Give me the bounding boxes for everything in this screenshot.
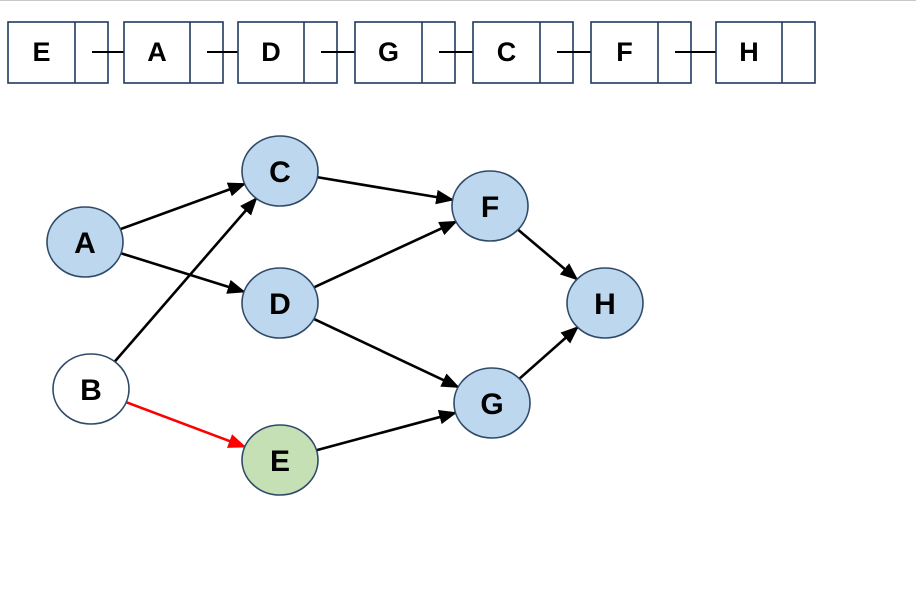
node-e: E [241, 424, 319, 496]
edge-g-to-h [517, 326, 579, 382]
node-circle [241, 424, 319, 496]
list-cell-label: G [378, 37, 399, 67]
edge-b-to-c [112, 196, 258, 365]
node-f: F [451, 170, 529, 242]
node-circle [566, 267, 644, 339]
node-label: B [80, 374, 102, 407]
node-circle [453, 367, 531, 439]
edge-d-to-f [311, 220, 458, 290]
list-cell-f: F [590, 21, 692, 84]
node-h: H [566, 267, 644, 339]
list-cell-label: A [147, 37, 167, 67]
list-cell-box [715, 21, 816, 84]
list-cell-e: E [7, 21, 109, 84]
list-cell-box [7, 21, 109, 84]
list-cell-d: D [237, 21, 338, 84]
graph-edges [112, 175, 579, 452]
edge-a-to-c [118, 182, 247, 232]
node-b: B [52, 353, 130, 425]
list-cell-c: C [472, 21, 574, 84]
node-circle [241, 135, 319, 207]
edge-a-to-d [118, 251, 246, 294]
list-cell-label: D [261, 37, 281, 67]
node-label: A [74, 227, 96, 260]
list-cell-box [354, 21, 456, 84]
list-cell-box [590, 21, 692, 84]
edge-c-to-f [315, 175, 455, 205]
list-cell-h: H [715, 21, 816, 84]
node-circle [451, 170, 529, 242]
list-cell-label: E [32, 37, 50, 67]
graph-nodes: A B C D E F G H [46, 135, 644, 496]
top-divider [0, 0, 916, 1]
node-circle [46, 206, 124, 278]
node-g: G [453, 367, 531, 439]
list-cell-g: G [354, 21, 456, 84]
list-cell-label: F [616, 37, 633, 67]
node-label: F [481, 191, 499, 224]
node-circle [241, 267, 319, 339]
list-cell-label: C [497, 37, 517, 67]
list-cell-box [237, 21, 338, 84]
edge-b-to-e [123, 400, 247, 448]
node-label: E [270, 445, 290, 478]
list-cell-box [123, 21, 224, 84]
node-label: H [594, 288, 616, 321]
node-label: G [480, 388, 503, 421]
edge-d-to-g [311, 316, 460, 389]
node-circle [52, 353, 130, 425]
node-label: D [269, 288, 291, 321]
list-cell-a: A [123, 21, 224, 84]
node-d: D [241, 267, 319, 339]
node-label: C [269, 156, 291, 189]
list-cell-box [472, 21, 574, 84]
edge-f-to-h [515, 227, 579, 281]
node-c: C [241, 135, 319, 207]
edge-e-to-g [314, 410, 458, 452]
list-cell-label: H [739, 37, 759, 67]
node-a: A [46, 206, 124, 278]
